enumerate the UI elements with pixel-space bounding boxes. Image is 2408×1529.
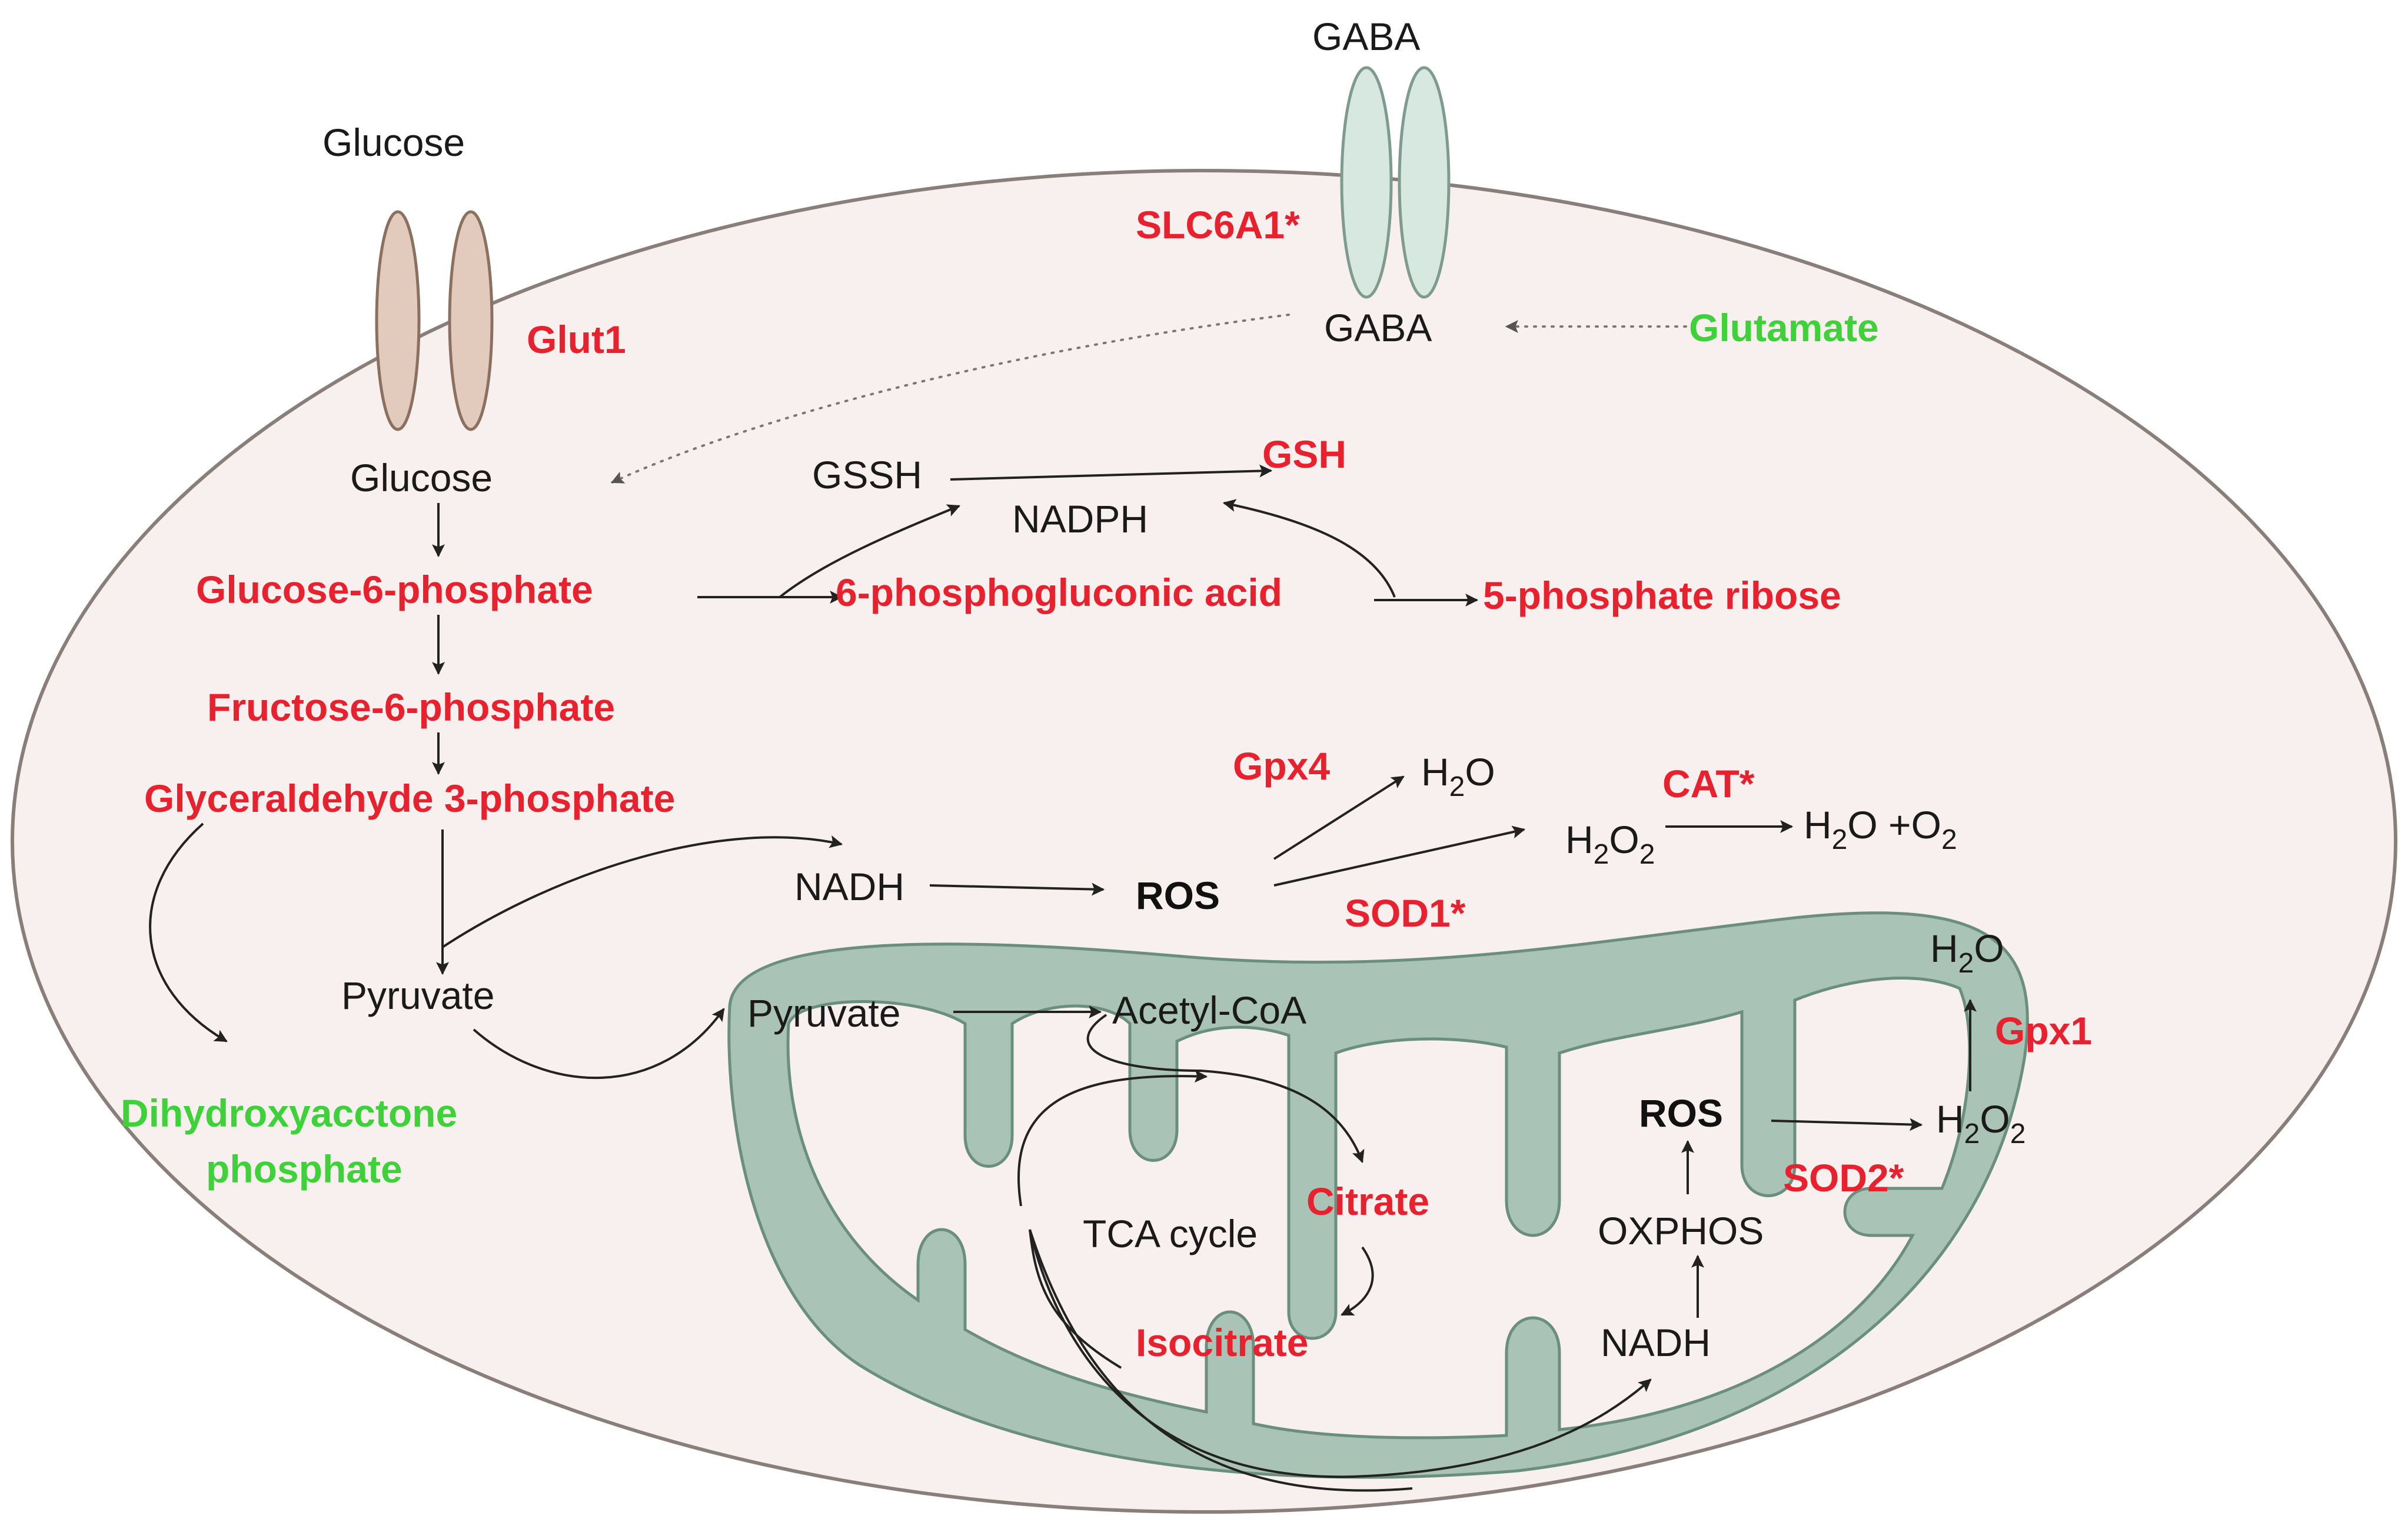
label-h2o-gpx4: H2O (1421, 750, 1495, 802)
label-h2o2-cyto: H2O2 (1565, 818, 1655, 870)
label-gpx4: Gpx4 (1233, 744, 1330, 788)
arrow-tca-loop (1017, 1070, 1208, 1207)
arrow-ros-to-h2o2-mito (1771, 1118, 1923, 1131)
label-tca-cycle: TCA cycle (1083, 1212, 1258, 1255)
label-glutamate: Glutamate (1689, 306, 1879, 349)
arrow-gssh-to-gsh (950, 464, 1273, 481)
arrow-nadh-to-ros (929, 882, 1105, 896)
label-slc6a1: SLC6A1* (1136, 203, 1300, 246)
arrow-tca-curve-lower (1029, 1229, 1413, 1492)
arrow-citrate-to-isocitrate (1341, 1246, 1374, 1316)
arrow-ros-to-h2o (1273, 775, 1405, 860)
label-glut1: Glut1 (527, 318, 626, 361)
label-nadh-mito: NADH (1601, 1321, 1711, 1364)
label-gsh: GSH (1262, 432, 1346, 476)
arrow-ga3p-to-nadh (441, 835, 843, 948)
label-gaba-inside: GABA (1324, 306, 1432, 349)
label-cat: CAT* (1662, 762, 1755, 805)
labels: Glucose GABA SLC6A1* Glut1 GABA Glutamat… (121, 15, 2092, 1364)
label-glucose-6-phosphate: Glucose-6-phosphate (196, 568, 593, 611)
label-pyruvate-cyto: Pyruvate (341, 974, 494, 1017)
label-dihydroxyacetone-line2: phosphate (206, 1147, 403, 1191)
label-dihydroxyacetone-line1: Dihydroxyacctone (121, 1091, 457, 1135)
arrow-6pga-to-nadph (1222, 499, 1396, 598)
arrow-tca-to-nadh (1029, 1229, 1652, 1478)
label-pyruvate-mito: Pyruvate (747, 991, 900, 1035)
label-fructose-6-phosphate: Fructose-6-phosphate (207, 685, 615, 729)
label-nadh-cyto: NADH (794, 865, 904, 908)
label-h2o-o2: H2O +O2 (1804, 803, 1957, 855)
label-gssh: GSSH (812, 453, 922, 497)
cell-membrane (11, 169, 2397, 1514)
label-glyceraldehyde-3-phosphate: Glyceraldehyde 3-phosphate (144, 777, 675, 820)
label-gpx1: Gpx1 (1995, 1009, 2092, 1052)
label-citrate: Citrate (1306, 1180, 1429, 1223)
label-glucose-inside: Glucose (350, 456, 493, 499)
label-glucose-outside: Glucose (322, 121, 465, 164)
label-isocitrate: Isocitrate (1136, 1321, 1308, 1364)
label-sod2: SOD2* (1783, 1156, 1904, 1200)
label-ros-cyto: ROS (1136, 874, 1220, 917)
arrow-gaba-to-glucose (611, 314, 1290, 484)
arrow-ros-to-h2o2 (1273, 825, 1526, 887)
arrow-pyruvate-into-mito (473, 1008, 725, 1079)
label-ros-mito: ROS (1639, 1091, 1723, 1135)
label-h2o2-mito: H2O2 (1936, 1097, 2025, 1150)
label-sod1: SOD1* (1345, 891, 1466, 935)
label-h2o-mito: H2O (1930, 927, 2004, 979)
label-acetyl-coa: Acetyl-CoA (1112, 988, 1306, 1032)
arrow-to-nadph (779, 504, 961, 598)
arrow-isocitrate-loop (1029, 1229, 1122, 1369)
label-oxphos: OXPHOS (1598, 1209, 1764, 1252)
label-gaba-outside: GABA (1312, 15, 1420, 58)
arrow-ga3p-to-dhap (149, 822, 228, 1042)
label-5-phosphate-ribose: 5-phosphate ribose (1483, 574, 1841, 617)
label-6-phosphogluconic-acid: 6-phosphogluconic acid (836, 571, 1282, 614)
slc6a1-transporter (1340, 66, 1451, 299)
pathway-arrows (149, 314, 1977, 1492)
glut1-transporter (375, 210, 494, 431)
label-nadph: NADPH (1012, 497, 1148, 541)
mitochondrion (727, 911, 2029, 1479)
